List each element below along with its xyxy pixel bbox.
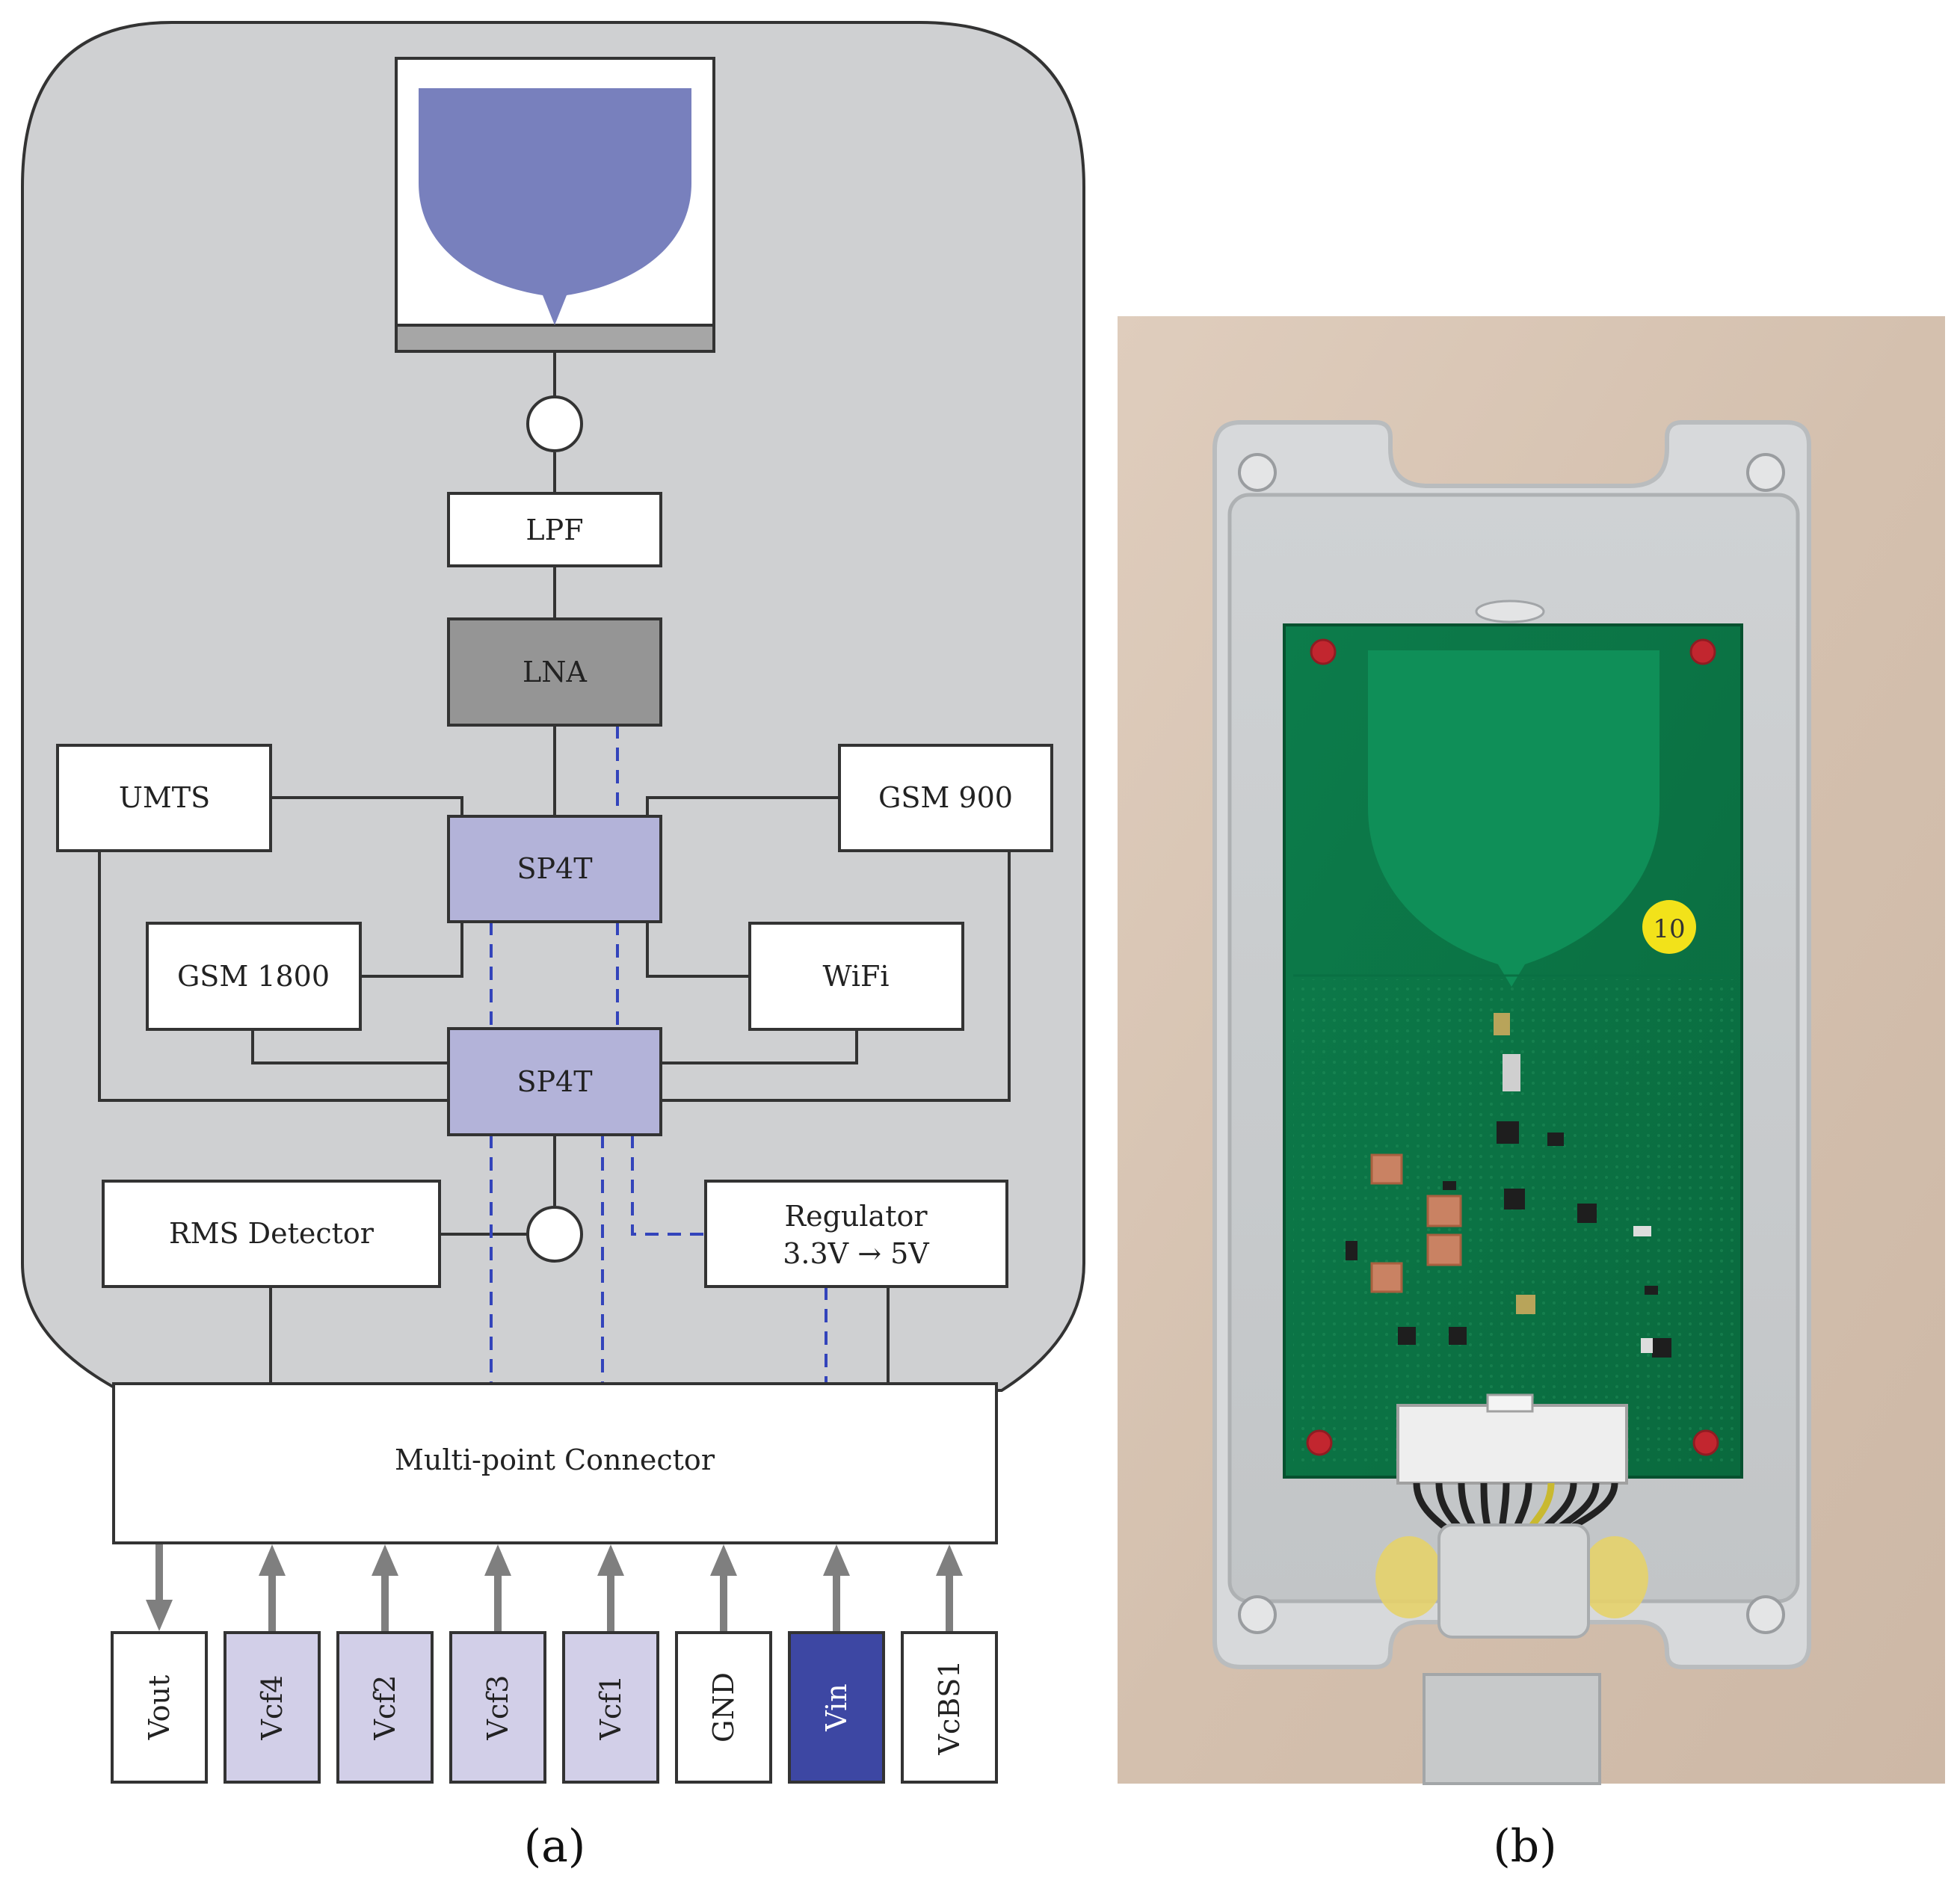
arrow-up-icon xyxy=(372,1544,398,1576)
connector-block: Multi-point Connector xyxy=(112,1382,998,1544)
umts-label: UMTS xyxy=(119,781,210,814)
sealant-left xyxy=(1375,1536,1443,1618)
sp4t-top-label: SP4T xyxy=(517,852,592,885)
arrow-up-icon xyxy=(710,1544,737,1576)
gsm900-block: GSM 900 xyxy=(838,744,1053,852)
pin-box xyxy=(224,1631,321,1784)
corner-screw-icon xyxy=(1238,1595,1277,1634)
sp4t-bottom-label: SP4T xyxy=(517,1065,592,1098)
pcb-board: 10 xyxy=(1283,623,1743,1479)
antenna-ground-strip xyxy=(395,324,715,353)
lna-label: LNA xyxy=(523,656,587,688)
lpf-label: LPF xyxy=(526,514,583,546)
lna-block: LNA xyxy=(447,617,662,727)
arrow-up-icon xyxy=(597,1544,624,1576)
connector-latch xyxy=(1486,1393,1534,1413)
connector-label: Multi-point Connector xyxy=(395,1443,715,1476)
arrow-up-icon xyxy=(484,1544,511,1576)
wifi-label: WiFi xyxy=(822,960,889,993)
sp4t-top-block: SP4T xyxy=(447,815,662,923)
pin-label: GND xyxy=(707,1672,740,1743)
cable-gland-body xyxy=(1423,1673,1601,1785)
pin-box xyxy=(111,1631,208,1784)
antenna-block xyxy=(395,57,715,353)
pcb-connector xyxy=(1396,1404,1628,1485)
id-sticker xyxy=(1642,900,1696,954)
rms-detector-block: RMS Detector xyxy=(102,1180,441,1288)
rms-detector-label: RMS Detector xyxy=(169,1217,375,1250)
arrow-down-icon xyxy=(146,1600,173,1631)
arrow-up-icon xyxy=(823,1544,850,1576)
pin-label: Vcf2 xyxy=(369,1675,401,1741)
corner-screw-icon xyxy=(1746,1595,1785,1634)
gsm900-label: GSM 900 xyxy=(878,781,1013,814)
id-sticker-text: 10 xyxy=(1653,914,1685,944)
pcb-components xyxy=(1346,1013,1671,1358)
lpf-block: LPF xyxy=(447,492,662,567)
pin-label: VcBS1 xyxy=(933,1660,966,1756)
pin-label: Vcf4 xyxy=(256,1675,289,1741)
pin-box xyxy=(336,1631,434,1784)
coupler-circle-bottom xyxy=(526,1206,583,1263)
coupler-circle-top xyxy=(526,395,583,452)
pcb-relays xyxy=(1370,1153,1462,1293)
umts-block: UMTS xyxy=(56,744,272,852)
wifi-block: WiFi xyxy=(748,922,964,1031)
pin-label: Vcf1 xyxy=(594,1675,627,1741)
pcb-antenna-shape xyxy=(1368,650,1659,987)
pcb-mount-screw-icon xyxy=(1310,638,1337,665)
signal-lines xyxy=(98,351,1011,1384)
corner-screw-icon xyxy=(1238,453,1277,492)
regulator-label: Regulator xyxy=(784,1200,928,1233)
pcb-mount-screw-icon xyxy=(1692,1429,1719,1456)
pin-box xyxy=(562,1631,659,1784)
pin-box xyxy=(788,1631,885,1784)
caption-b: (b) xyxy=(1493,1820,1556,1873)
sealant-right xyxy=(1581,1536,1648,1618)
arrow-up-icon xyxy=(936,1544,963,1576)
regulator-voltage-label: 3.3V → 5V xyxy=(783,1237,929,1270)
pin-label: Vin xyxy=(820,1683,853,1731)
gsm1800-label: GSM 1800 xyxy=(177,960,330,993)
cable-gland xyxy=(1437,1523,1590,1639)
arrow-up-icon xyxy=(259,1544,286,1576)
gsm1800-block: GSM 1800 xyxy=(146,922,362,1031)
panel-b-photo: 10 (b) xyxy=(1118,316,1945,1873)
control-lines xyxy=(490,725,828,1384)
pin-box xyxy=(901,1631,998,1784)
caption-a: (a) xyxy=(524,1820,586,1873)
pin-box xyxy=(449,1631,546,1784)
regulator-block: Regulator xyxy=(704,1180,1008,1288)
pin-label: Vcf3 xyxy=(481,1675,514,1741)
sp4t-bottom-block: SP4T xyxy=(447,1027,662,1136)
mount-tab xyxy=(1475,600,1545,623)
panel-a-block-diagram: LPF LNA SP4T SP4T UMTS GSM 900 GSM 1800 xyxy=(21,21,1085,1873)
pcb-mount-screw-icon xyxy=(1306,1429,1333,1456)
connector-pins: Vout Vcf4 Vcf2 Vcf3 Vcf1 GND Vin VcBS1 xyxy=(111,1544,998,1784)
pcb-mount-screw-icon xyxy=(1689,638,1716,665)
antenna-vivaldi-shape xyxy=(419,88,691,325)
pin-label: Vout xyxy=(143,1675,176,1741)
corner-screw-icon xyxy=(1746,453,1785,492)
pin-box xyxy=(675,1631,772,1784)
